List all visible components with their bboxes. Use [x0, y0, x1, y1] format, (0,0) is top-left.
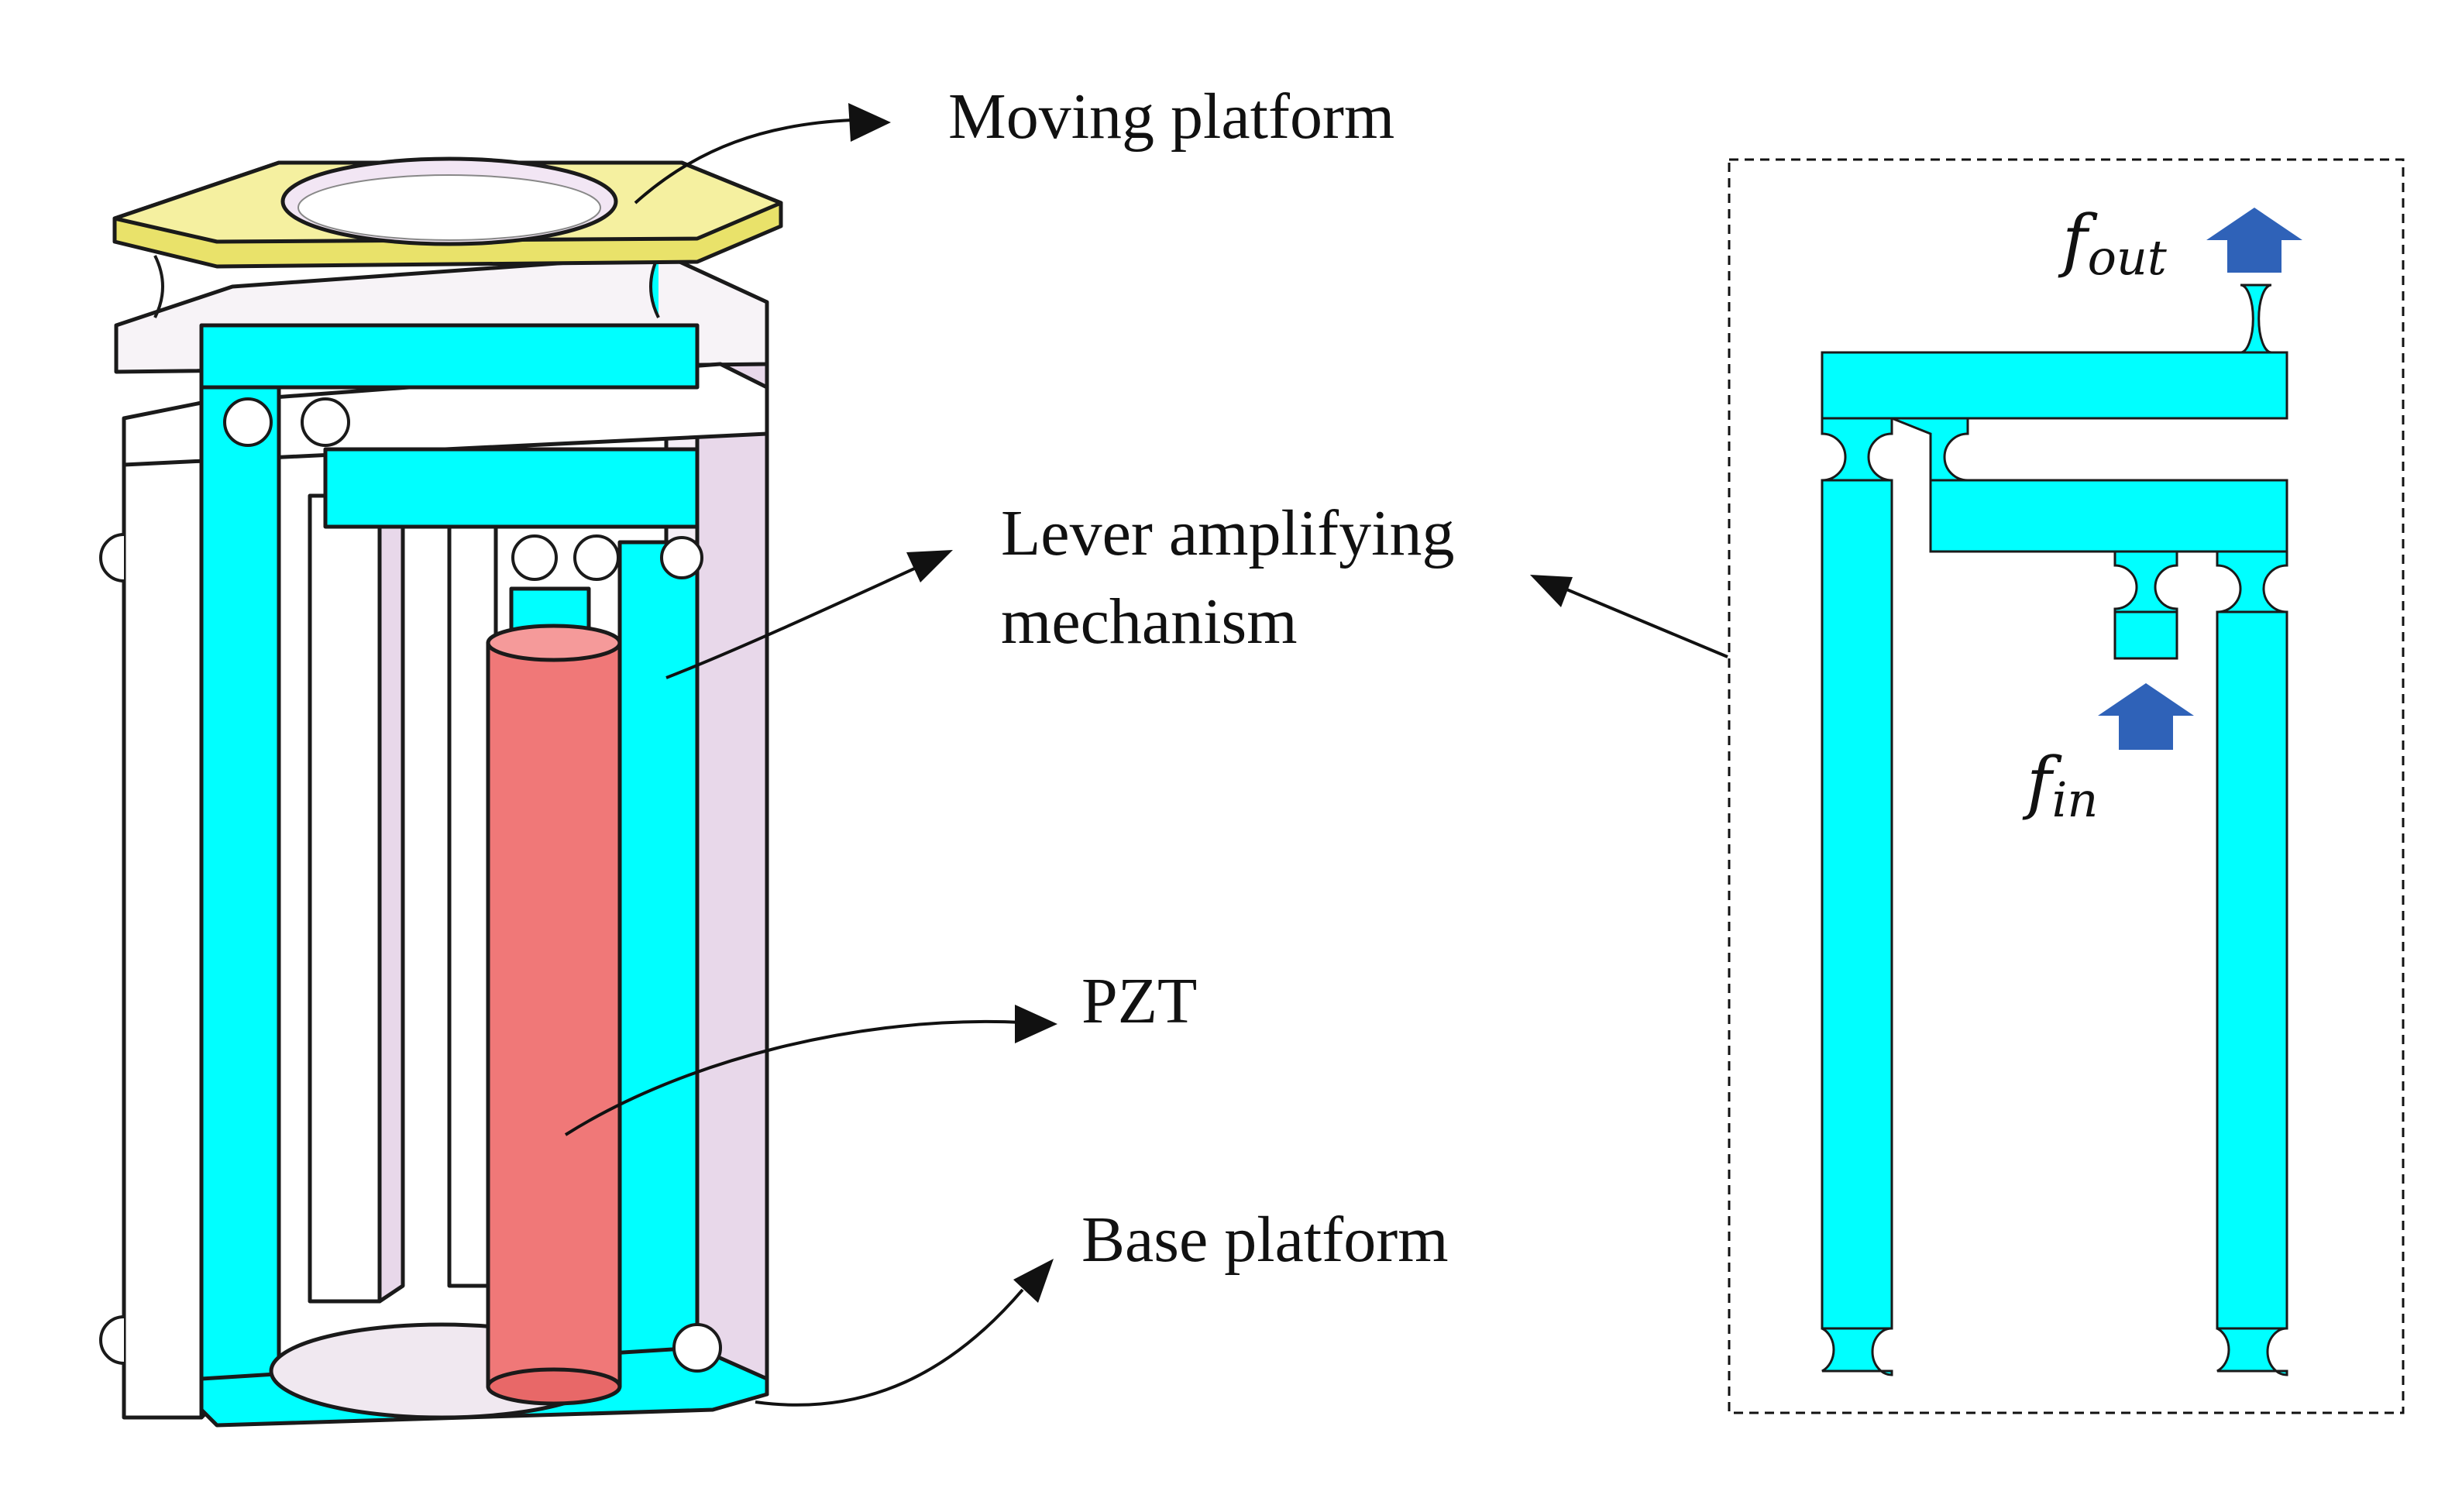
force-out-arrow	[2206, 208, 2302, 273]
label-moving-platform: Moving platform	[948, 81, 1394, 153]
arrow-moving-platform	[634, 119, 853, 204]
lever-schematic-2d	[1821, 284, 2288, 1376]
label-lever-line2: mechanism	[1001, 586, 1298, 658]
force-in-subscript: in	[2052, 771, 2099, 828]
lever-schematic-panel: fout fin	[1728, 158, 2405, 1414]
pzt-cylinder	[486, 624, 622, 1406]
schematic-dashed-border	[1728, 158, 2405, 1414]
mechanism-3d-model	[99, 156, 783, 1428]
arrowhead-lever	[906, 550, 953, 582]
label-lever-line1: Lever amplifying	[1001, 497, 1454, 569]
callout-arrows	[564, 119, 1728, 1407]
force-in-label: fin	[2022, 742, 2098, 828]
label-pzt: PZT	[1081, 965, 1197, 1037]
label-base-platform: Base platform	[1081, 1204, 1449, 1276]
moving-platform-3d	[112, 156, 783, 269]
arrowhead-moving-platform	[848, 103, 891, 142]
arrowheads	[848, 103, 1573, 1303]
arrow-base-platform	[755, 1288, 1024, 1407]
arrowhead-schematic	[1530, 575, 1573, 607]
force-in-arrow	[2098, 683, 2194, 750]
arrowhead-base-platform	[1013, 1259, 1054, 1303]
arrow-schematic-to-lever	[1564, 587, 1728, 658]
arrowhead-pzt	[1015, 1005, 1057, 1043]
force-out-label: fout	[2058, 200, 2167, 286]
arrow-lever	[665, 560, 930, 679]
force-out-subscript: out	[2088, 229, 2167, 286]
arrow-pzt	[564, 1019, 1023, 1136]
